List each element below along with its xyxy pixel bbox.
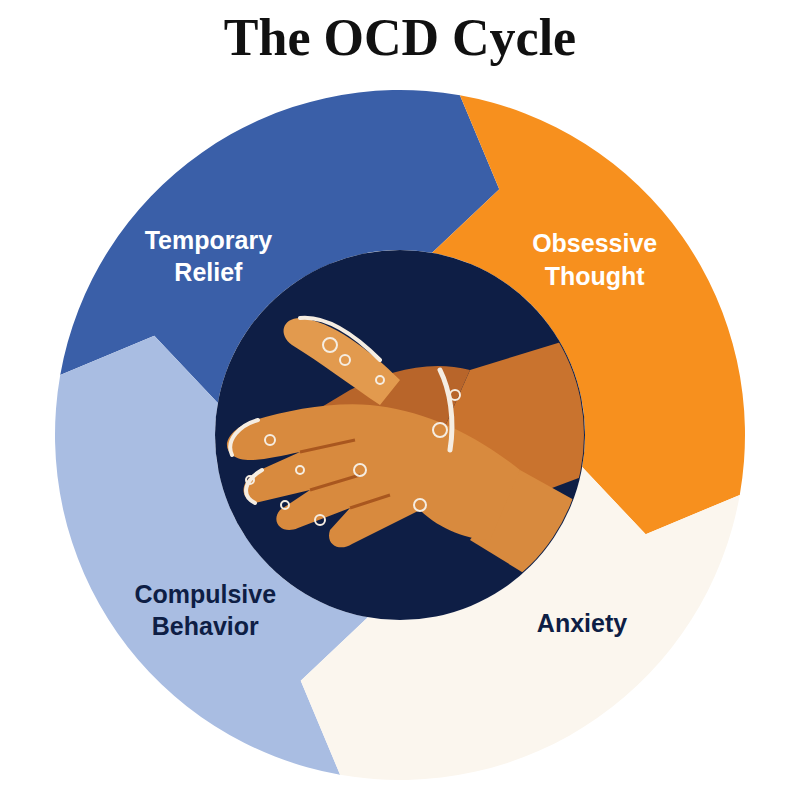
- diagram-title: The OCD Cycle: [0, 8, 800, 67]
- cycle-stage: Obsessive Thought: [505, 227, 685, 292]
- stage-label: Obsessive Thought: [505, 227, 685, 292]
- stage-label: Anxiety: [497, 607, 667, 640]
- stage-label: Compulsive Behavior: [115, 578, 295, 643]
- cycle-stage: Temporary Relief: [123, 224, 293, 289]
- soap-bubbles: [246, 338, 460, 525]
- stage-label: Temporary Relief: [123, 224, 293, 289]
- cycle-stage: Compulsive Behavior: [115, 578, 295, 643]
- washing-hands: [227, 318, 610, 620]
- cycle-stage: Anxiety: [497, 607, 667, 640]
